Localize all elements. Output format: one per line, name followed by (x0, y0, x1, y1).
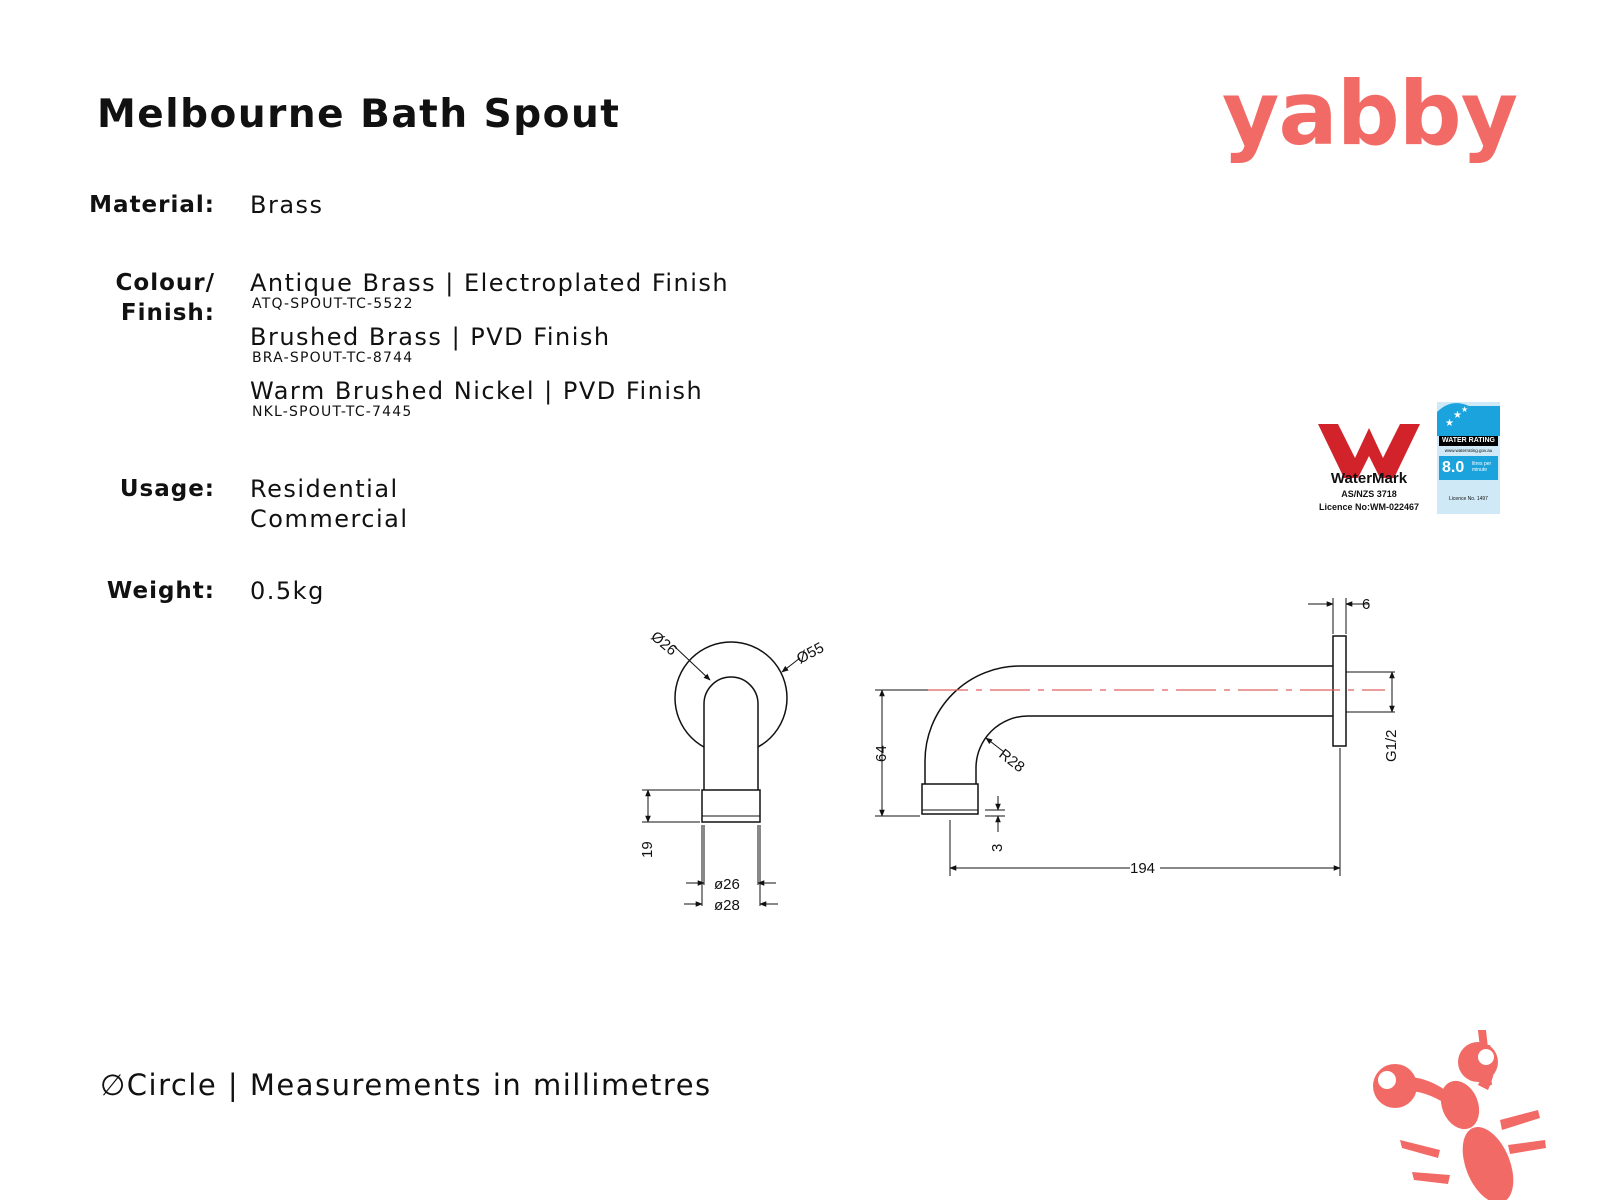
side-wall-flange (1332, 635, 1347, 747)
dim-side-outlet-recess: 3 (989, 844, 1006, 852)
finish-name-1: Antique Brass | Electroplated Finish (250, 269, 730, 297)
lobster-icon (1373, 1030, 1546, 1200)
page-title: Melbourne Bath Spout (97, 92, 621, 137)
svg-text:★: ★ (1461, 405, 1468, 414)
water-rating-unit: litres per minute (1472, 461, 1492, 473)
watermark-logo (1318, 424, 1420, 478)
material-value: Brass (250, 191, 324, 219)
water-rating-value-box: 8.0 litres per minute (1439, 456, 1498, 480)
usage-label: Usage: (119, 476, 215, 502)
footer-note: ∅Circle | Measurements in millimetres (100, 1068, 712, 1102)
wall-flange-circle (674, 641, 788, 755)
finish-label: Finish: (120, 300, 215, 326)
water-rating-licence: Licence No. 1497 (1449, 496, 1488, 502)
side-spout-outlet (921, 783, 979, 815)
finish-name-2: Brushed Brass | PVD Finish (250, 323, 611, 351)
watermark-licence: Licence No:WM-022467 (1318, 502, 1420, 512)
dim-front-flange-diameter: Ø55 (794, 639, 827, 667)
dim-side-bend-radius: R28 (996, 746, 1028, 776)
svg-text:★: ★ (1453, 410, 1462, 421)
dim-side-flange-thickness: 6 (1362, 596, 1370, 613)
side-spout-inner-curve (975, 715, 1333, 786)
finish-code-3: NKL-SPOUT-TC-7445 (252, 404, 413, 420)
dim-front-outlet-length: 19 (639, 841, 656, 858)
usage-value-commercial: Commercial (250, 505, 409, 533)
finish-code-2: BRA-SPOUT-TC-8744 (252, 350, 414, 366)
footer-text: Circle | Measurements in millimetres (126, 1068, 712, 1102)
side-view-drawing (875, 598, 1395, 876)
weight-value: 0.5kg (250, 577, 325, 605)
water-rating-site: www.waterrating.gov.au (1444, 448, 1493, 453)
front-spout-body (703, 676, 759, 790)
watermark-standard: AS/NZS 3718 (1341, 489, 1397, 499)
weight-label: Weight: (106, 578, 215, 604)
front-spout-outlet (701, 789, 761, 823)
colour-label: Colour/ (115, 270, 215, 296)
dim-front-outlet-diameter-26: ø26 (714, 876, 740, 893)
water-rating-label: ★ ★ ★ WATER RATING www.waterrating.gov.a… (1437, 402, 1500, 514)
dim-side-projection: 194 (1130, 860, 1155, 877)
diameter-symbol-icon: ∅ (100, 1068, 127, 1102)
dim-front-inner-diameter: Ø26 (647, 628, 680, 659)
finish-code-1: ATQ-SPOUT-TC-5522 (252, 296, 414, 312)
side-spout-top-curve (924, 665, 1333, 786)
dim-side-height: 64 (873, 745, 890, 762)
front-view-drawing (642, 641, 801, 907)
dim-front-outlet-diameter-28: ø28 (714, 897, 740, 914)
water-rating-stars-icon: ★ ★ ★ (1437, 403, 1500, 436)
usage-value-residential: Residential (250, 475, 399, 503)
yabby-logo: yabby (1222, 62, 1518, 165)
watermark-name: WaterMark (1330, 470, 1408, 487)
dim-side-thread: G1/2 (1383, 729, 1400, 762)
svg-text:★: ★ (1445, 418, 1454, 429)
water-rating-header: WATER RATING (1439, 436, 1498, 446)
water-rating-value: 8.0 (1442, 459, 1465, 476)
material-label: Material: (89, 192, 215, 218)
finish-name-3: Warm Brushed Nickel | PVD Finish (250, 377, 704, 405)
